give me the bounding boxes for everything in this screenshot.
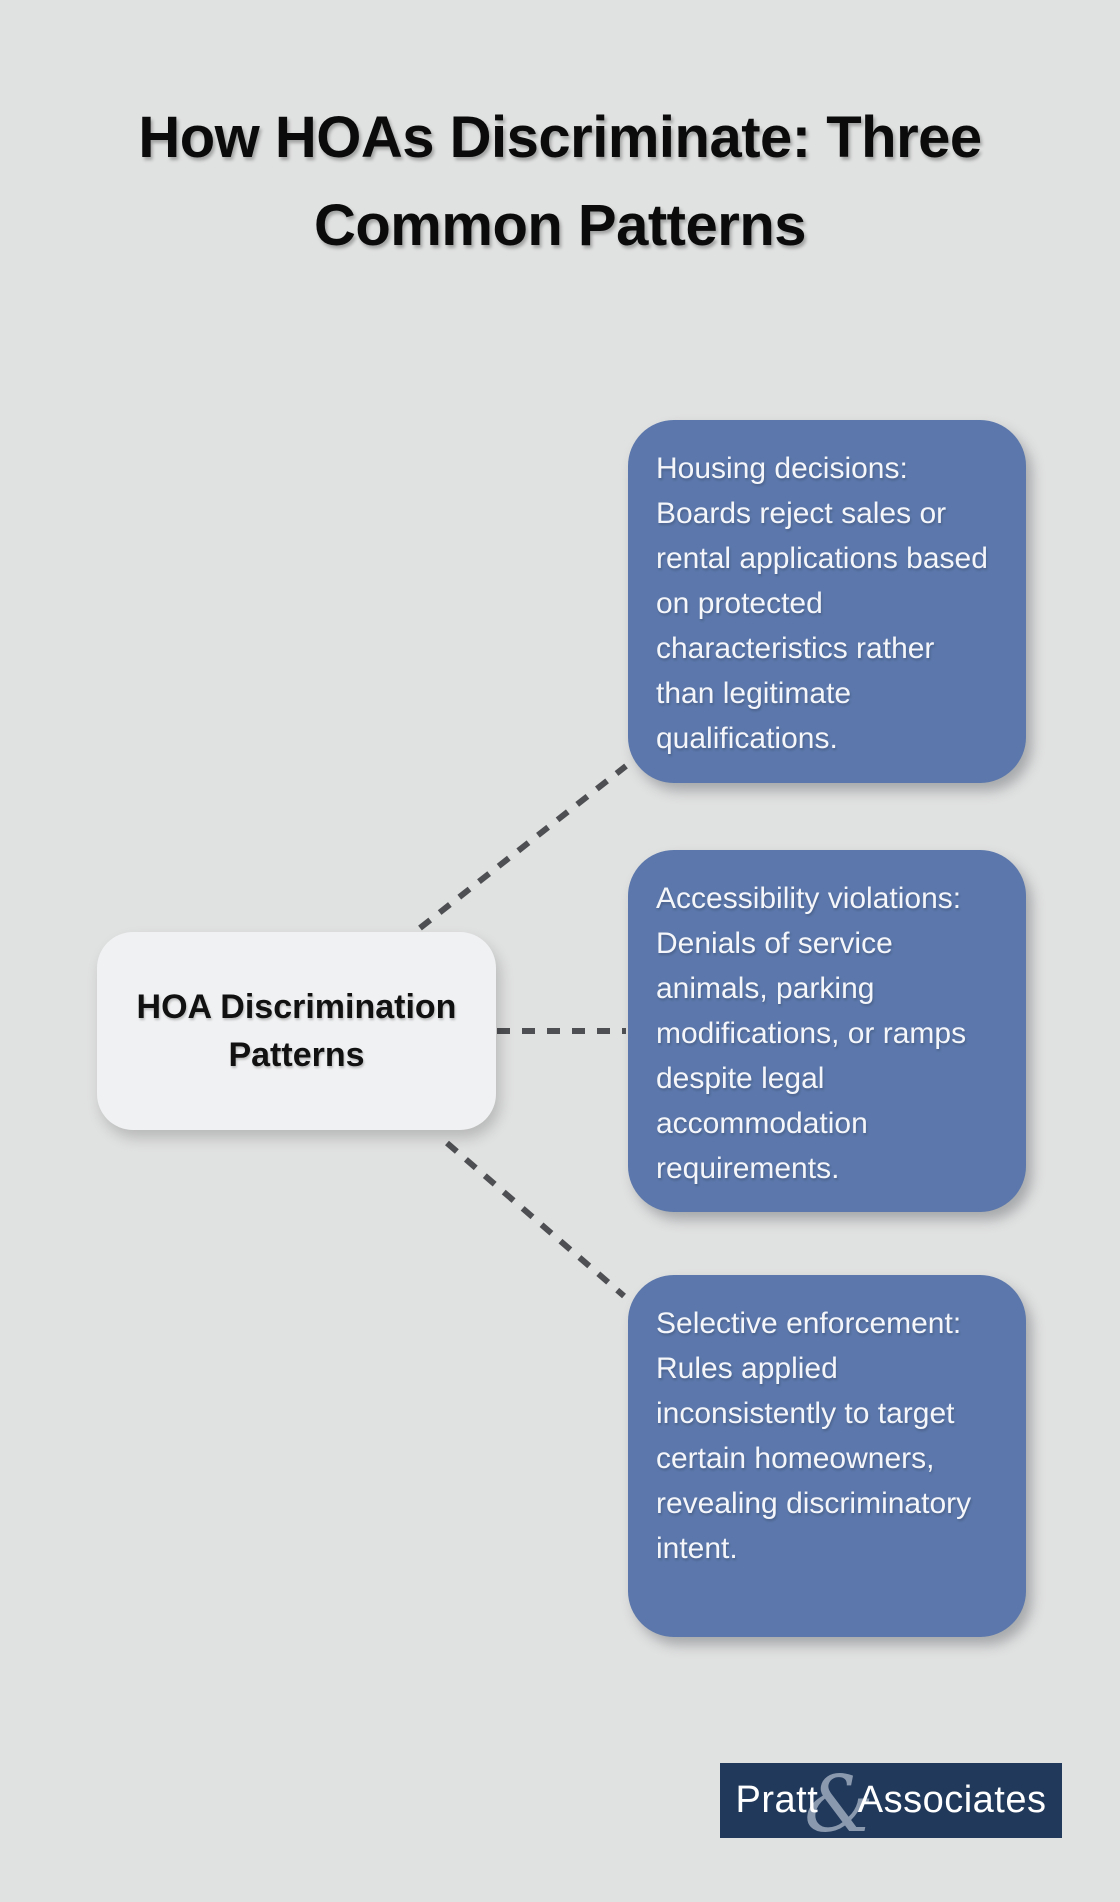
branch-text-selective-enforcement: Selective enforcement: Rules applied inc…: [656, 1307, 972, 1565]
logo-text-left: Pratt: [735, 1779, 819, 1821]
logo-pratt-associates: Pratt & Associates: [720, 1763, 1062, 1844]
branch-box-accessibility-violations: Accessibility violations: Denials of ser…: [628, 850, 1026, 1212]
connector-line-housing: [418, 763, 628, 931]
branch-text-housing-decisions: Housing decisions: Boards reject sales o…: [656, 452, 988, 755]
branch-box-housing-decisions: Housing decisions: Boards reject sales o…: [628, 420, 1026, 783]
logo-text-right: Associates: [857, 1779, 1047, 1821]
page-title: How HOAs Discriminate: Three Common Patt…: [0, 94, 1120, 270]
page-title-line1: How HOAs Discriminate: Three: [138, 105, 982, 170]
page-title-line2: Common Patterns: [313, 193, 807, 258]
center-node-label: HOA Discrimination Patterns: [136, 988, 457, 1074]
branch-box-selective-enforcement: Selective enforcement: Rules applied inc…: [628, 1275, 1026, 1637]
connector-line-selective: [445, 1140, 626, 1299]
center-node: HOA Discrimination Patterns: [97, 932, 496, 1130]
branch-text-accessibility-violations: Accessibility violations: Denials of ser…: [656, 882, 967, 1185]
